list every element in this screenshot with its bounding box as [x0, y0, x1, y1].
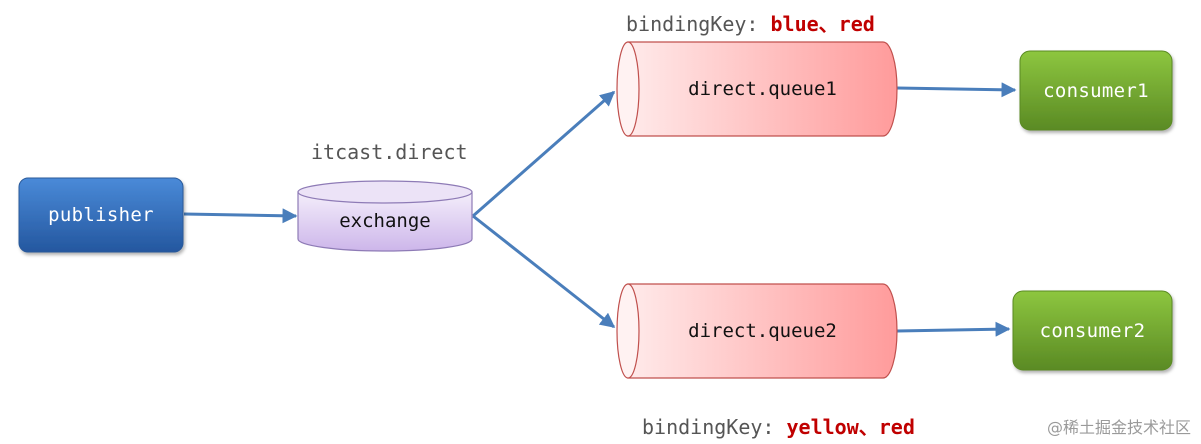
queue2-cylinder — [616, 283, 898, 379]
queue2-binding-label: bindingKey: yellow、red — [642, 411, 915, 440]
consumer1-label: consumer1 — [1043, 79, 1149, 102]
consumer1-box — [1019, 50, 1173, 131]
consumer2-box — [1012, 290, 1173, 371]
publisher-box — [18, 177, 184, 253]
queue1-cylinder — [616, 41, 898, 137]
queue2-binding-prefix: bindingKey: — [642, 415, 787, 439]
watermark: @稀土掘金技术社区 — [1046, 418, 1191, 437]
queue1-binding-keys: blue、red — [770, 12, 875, 36]
queue1-binding-prefix: bindingKey: — [626, 12, 771, 36]
queue1-binding-label: bindingKey: blue、red — [626, 8, 875, 37]
exchange-cylinder — [297, 180, 473, 252]
arrow-exchange-queue1 — [472, 90, 616, 218]
exchange-name-label: itcast.direct — [311, 140, 468, 164]
arrow-publisher-exchange — [183, 208, 298, 224]
queue2-binding-keys: yellow、red — [786, 415, 915, 439]
exchange-label: exchange — [339, 210, 431, 232]
queue2-label: direct.queue2 — [688, 320, 837, 342]
publisher-label: publisher — [48, 204, 154, 226]
consumer2-label: consumer2 — [1039, 319, 1146, 342]
arrow-exchange-queue2 — [472, 214, 616, 329]
queue1-label: direct.queue1 — [688, 78, 837, 100]
arrow-queue2-consumer2 — [896, 321, 1011, 337]
arrow-queue1-consumer1 — [896, 82, 1017, 98]
